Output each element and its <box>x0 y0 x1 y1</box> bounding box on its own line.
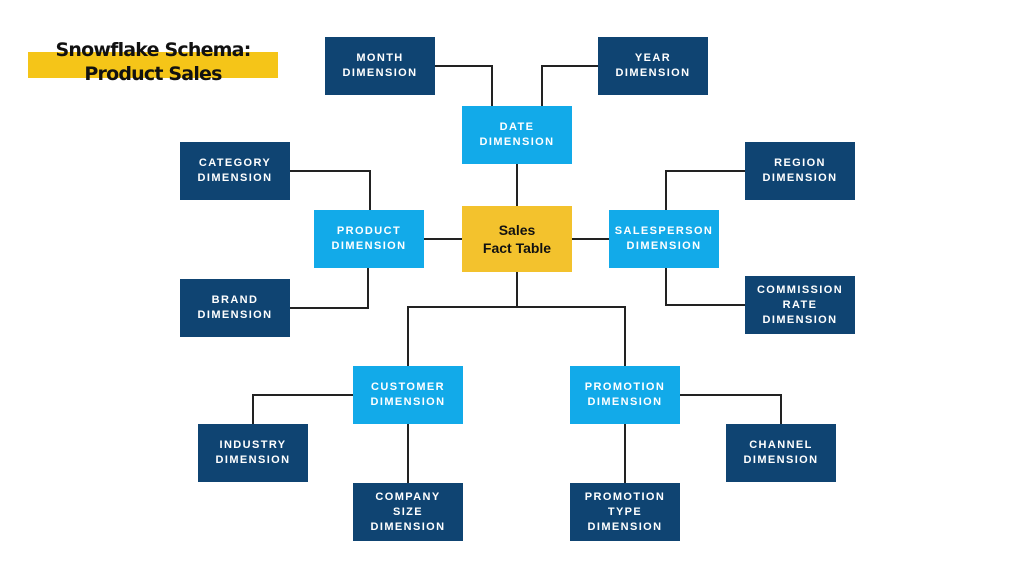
node-label-line: BRAND <box>211 294 259 306</box>
connector-year-to-date <box>541 65 598 106</box>
node-promotion-type-dimension: PROMOTION TYPE DIMENSION <box>570 483 680 541</box>
node-label-line: MONTH <box>356 52 404 64</box>
connector-month-to-date <box>435 65 493 106</box>
node-customer-dimension: CUSTOMER DIMENSION <box>353 366 463 424</box>
node-commission-rate-dimension: COMMISSION RATE DIMENSION <box>745 276 855 334</box>
node-label-line: DIMENSION <box>331 240 407 252</box>
node-label-line: DIMENSION <box>587 396 663 408</box>
node-label-line: RATE <box>782 298 818 311</box>
connector-region-to-salesperson <box>665 170 745 210</box>
node-brand-dimension: BRAND DIMENSION <box>180 279 290 337</box>
node-salesperson-dimension: SALESPERSON DIMENSION <box>609 210 719 268</box>
node-region-dimension: REGION DIMENSION <box>745 142 855 200</box>
title-line-1: Snowflake Schema: <box>55 39 251 61</box>
node-product-dimension: PRODUCT DIMENSION <box>314 210 424 268</box>
node-label-line: DIMENSION <box>615 67 691 79</box>
node-label-line: DIMENSION <box>743 454 819 466</box>
node-label-line: DIMENSION <box>762 172 838 184</box>
node-label-line: SIZE <box>392 505 424 518</box>
connector-industry-to-customer <box>252 394 353 424</box>
node-label-line: INDUSTRY <box>219 439 287 451</box>
node-label-line: DIMENSION <box>762 313 838 326</box>
node-label-line: CATEGORY <box>198 157 272 169</box>
node-label-line: DIMENSION <box>197 309 273 321</box>
node-promotion-dimension: PROMOTION DIMENSION <box>570 366 680 424</box>
node-label-line: TYPE <box>607 505 643 518</box>
node-label-line: DIMENSION <box>197 172 273 184</box>
connector-brand-to-product <box>290 268 369 309</box>
node-category-dimension: CATEGORY DIMENSION <box>180 142 290 200</box>
node-label-line: PROMOTION <box>584 381 666 393</box>
node-date-dimension: DATE DIMENSION <box>462 106 572 164</box>
connector-commission-to-salesperson <box>665 268 745 306</box>
node-label-line: DIMENSION <box>342 67 418 79</box>
node-label-line: CUSTOMER <box>371 381 445 393</box>
node-label-line: REGION <box>774 157 826 169</box>
node-industry-dimension: INDUSTRY DIMENSION <box>198 424 308 482</box>
connector-fact-to-customer <box>407 272 518 366</box>
node-label-line: Sales <box>498 222 536 238</box>
node-label-line: DATE <box>499 121 535 133</box>
connector-channel-to-promotion <box>680 394 782 424</box>
node-label-line: DIMENSION <box>626 240 702 252</box>
title-heading: Snowflake Schema: Product Sales <box>28 38 278 86</box>
node-label-line: DIMENSION <box>215 454 291 466</box>
node-label-line: CHANNEL <box>749 439 813 451</box>
node-month-dimension: MONTH DIMENSION <box>325 37 435 95</box>
node-label-line: YEAR <box>634 52 672 64</box>
node-label-line: COMMISSION <box>756 283 844 296</box>
node-label-line: Fact Table <box>482 240 552 256</box>
node-label-line: DIMENSION <box>587 520 663 533</box>
connector-category-to-product <box>290 170 371 210</box>
node-company-size-dimension: COMPANY SIZE DIMENSION <box>353 483 463 541</box>
node-channel-dimension: CHANNEL DIMENSION <box>726 424 836 482</box>
node-label-line: DIMENSION <box>370 396 446 408</box>
node-label-line: PRODUCT <box>336 225 402 237</box>
diagram-title: Snowflake Schema: Product Sales <box>28 38 278 86</box>
node-year-dimension: YEAR DIMENSION <box>598 37 708 95</box>
node-label-line: DIMENSION <box>370 520 446 533</box>
node-label-line: PROMOTION <box>584 490 666 503</box>
node-label-line: SALESPERSON <box>614 225 714 237</box>
title-line-2: Product Sales <box>84 63 222 85</box>
node-sales-fact-table: Sales Fact Table <box>462 206 572 272</box>
node-label-line: DIMENSION <box>479 136 555 148</box>
connector-fact-to-promotion <box>517 306 626 366</box>
title-highlight <box>28 52 278 78</box>
node-label-line: COMPANY <box>375 490 441 503</box>
